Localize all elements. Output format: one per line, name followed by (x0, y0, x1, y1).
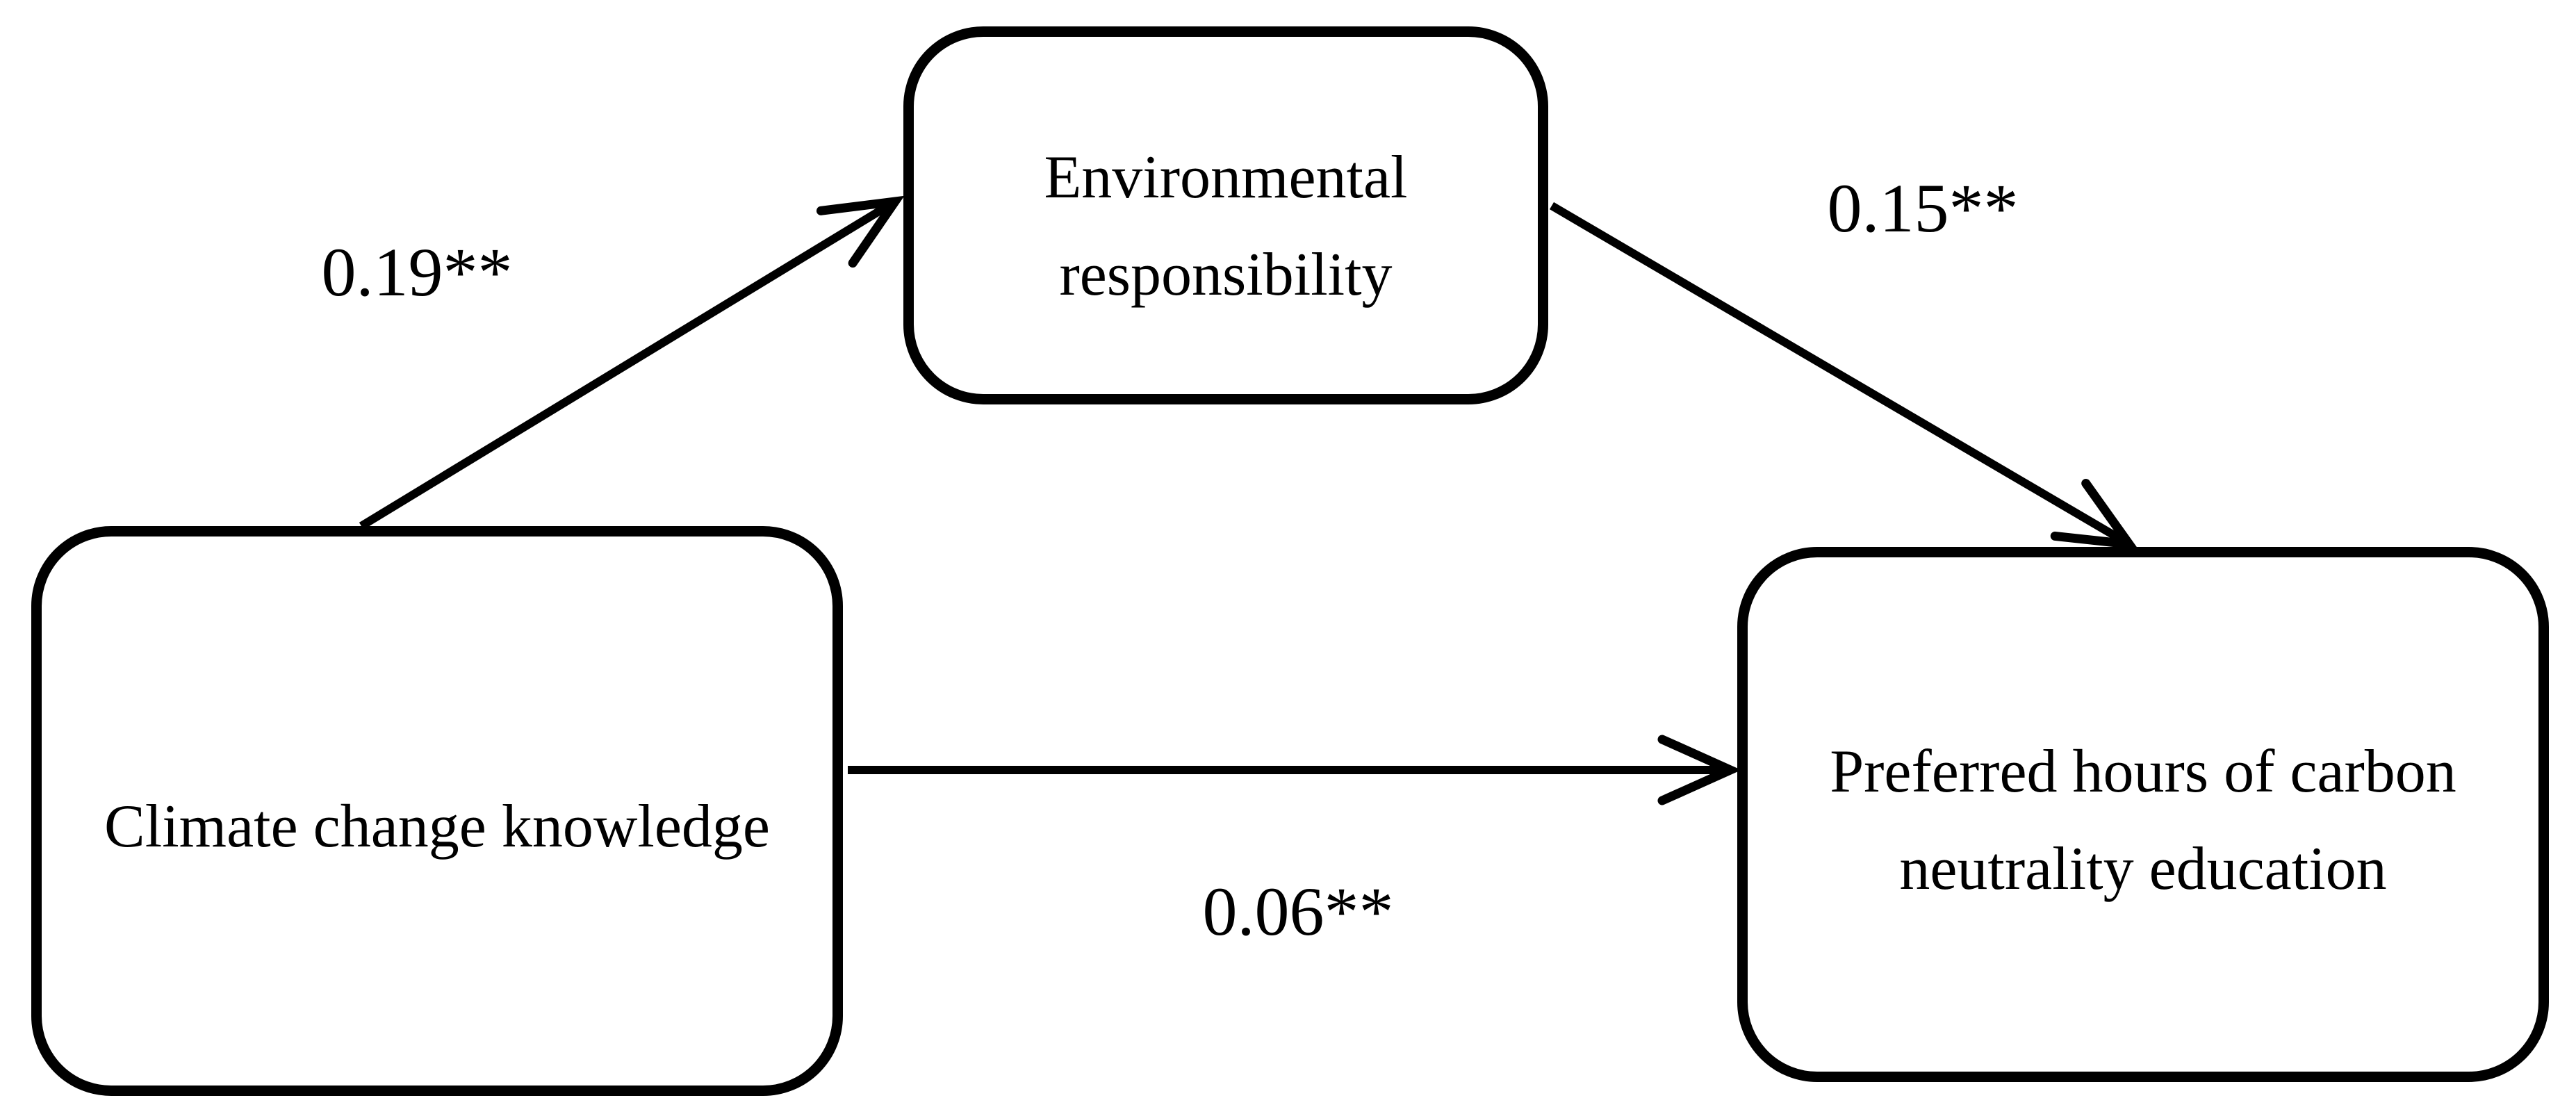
node-preferred-hours-of-carbon-neutrality-education: Preferred hours of carbon neutrality edu… (1737, 547, 2549, 1082)
path-coefficient-responsibility-to-hours: 0.15** (1827, 170, 2019, 247)
node-climate-change-knowledge: Climate change knowledge (31, 526, 843, 1096)
node-environmental-responsibility-label-line2: responsibility (1059, 241, 1393, 309)
path-coefficient-knowledge-to-hours: 0.06** (1202, 873, 1394, 950)
node-preferred-hours-label-line1: Preferred hours of carbon (1830, 738, 2456, 805)
path-arrow-responsibility-to-hours (1549, 202, 2139, 550)
node-preferred-hours-label-line2: neutrality education (1899, 835, 2387, 903)
node-climate-change-knowledge-label: Climate change knowledge (104, 793, 770, 860)
node-environmental-responsibility: Environmental responsibility (903, 26, 1548, 404)
path-coefficient-knowledge-to-responsibility: 0.19** (321, 234, 513, 311)
node-environmental-responsibility-label-line1: Environmental (1044, 144, 1408, 211)
